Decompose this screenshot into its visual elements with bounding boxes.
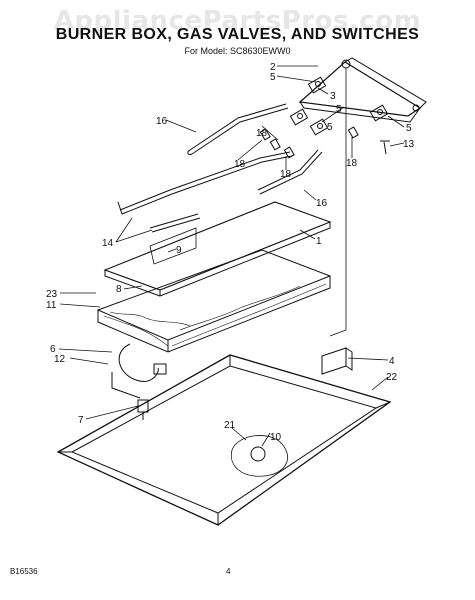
callout-label: 18: [234, 159, 246, 170]
watermark: AppliancePartsPros.com: [53, 6, 422, 36]
callout-label: 18: [346, 158, 358, 169]
callout-label: 9: [176, 245, 182, 256]
orifice-fitting: [259, 126, 359, 159]
burner-tube: [187, 103, 323, 195]
screw: [380, 140, 390, 155]
leader-lines: [58, 65, 405, 447]
callout-label: 7: [78, 415, 84, 426]
document-number: B16536: [10, 567, 38, 576]
callout-label: 18: [280, 169, 292, 180]
callout-label: 10: [270, 432, 282, 443]
callout-label: 18: [256, 128, 268, 139]
switch: [137, 399, 149, 420]
callout-label: 3: [330, 91, 336, 102]
callout-label: 14: [102, 238, 114, 249]
callout-label: 5: [406, 123, 412, 134]
callout-label: 22: [386, 372, 398, 383]
callout-label: 1: [316, 236, 322, 247]
igniter-tube: [117, 151, 293, 233]
callout-label: 13: [403, 139, 415, 150]
callout-label: 23: [46, 289, 58, 300]
callout-label: 16: [316, 198, 328, 209]
diagram-title: BURNER BOX, GAS VALVES, AND SWITCHES: [55, 26, 420, 43]
wire-harness: [111, 343, 167, 399]
callout-label: 16: [156, 116, 168, 127]
callout-label: 8: [116, 284, 122, 295]
callout-label: 5: [336, 104, 342, 115]
callout-label: 21: [224, 420, 236, 431]
callout-labels: 2 5 3 5 16 18 5 5 13 18 18 18 16 1 14 9 …: [46, 62, 415, 443]
callout-label: 5: [327, 122, 333, 133]
reference-line: [329, 68, 347, 337]
callout-label: 4: [389, 356, 395, 367]
insulation-pad: [96, 249, 332, 353]
mounting-bracket: [321, 347, 353, 375]
page-number: 4: [226, 567, 231, 576]
callout-label: 2: [270, 62, 276, 73]
callout-label: 6: [50, 344, 56, 355]
burner-box-pan: [56, 354, 392, 526]
callout-label: 5: [270, 72, 276, 83]
burner-box-cover: [103, 201, 332, 297]
gas-valve: [289, 76, 389, 136]
callout-label: 12: [54, 354, 66, 365]
callout-label: 11: [46, 300, 57, 311]
model-number: For Model: SC8630EWW0: [184, 46, 291, 56]
